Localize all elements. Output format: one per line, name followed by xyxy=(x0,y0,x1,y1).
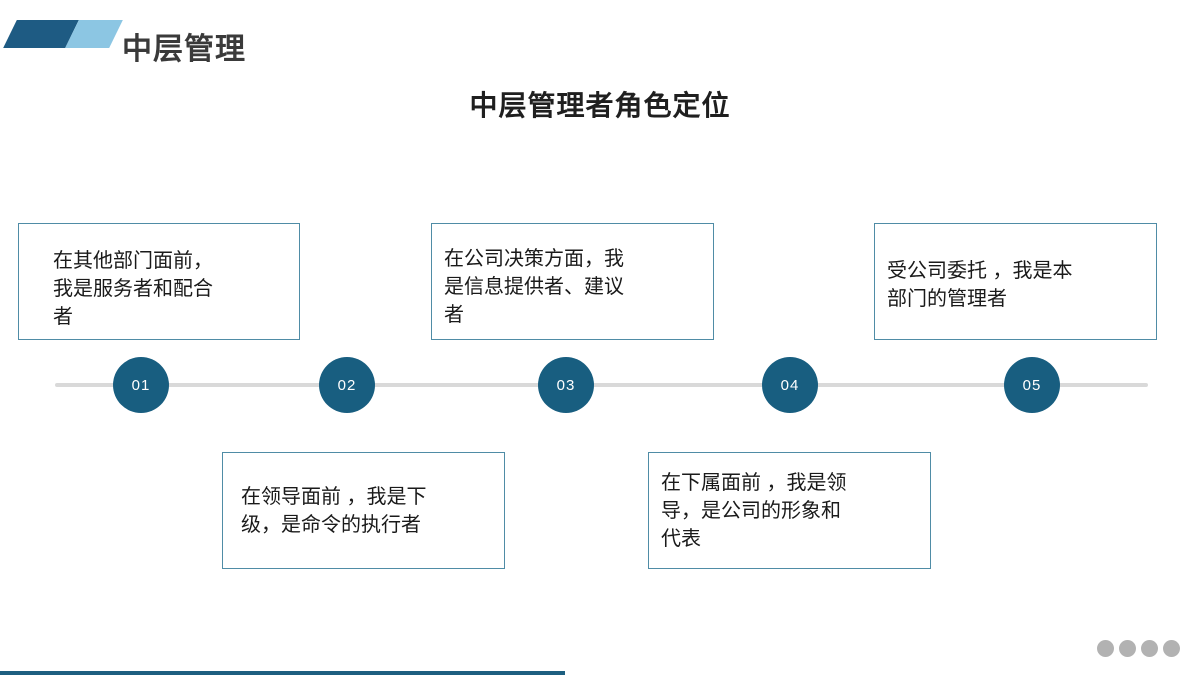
pagination-dots xyxy=(1097,640,1180,657)
timeline-step-circle-04: 04 xyxy=(762,357,818,413)
pagination-dot xyxy=(1119,640,1136,657)
step-number: 02 xyxy=(337,376,357,394)
step-text-box-03: 在公司决策方面，我是信息提供者、建议者 xyxy=(431,223,714,340)
step-text-box-01: 在其他部门面前，我是服务者和配合者 xyxy=(18,223,300,340)
pagination-dot xyxy=(1097,640,1114,657)
pagination-dot xyxy=(1141,640,1158,657)
slide-header-title: 中层管理 xyxy=(122,33,246,66)
step-text-box-04: 在下属面前 ，我是领导，是公司的形象和代表 xyxy=(648,452,931,569)
step-text-box-02: 在领导面前 ，我是下级，是命令的执行者 xyxy=(222,452,505,569)
step-number: 01 xyxy=(131,376,151,394)
timeline-line xyxy=(55,383,1148,387)
timeline-step-circle-05: 05 xyxy=(1004,357,1060,413)
step-number: 03 xyxy=(556,376,576,394)
step-text: 受公司委托 ，我是本部门的管理者 xyxy=(887,259,1073,310)
step-text-box-05: 受公司委托 ，我是本部门的管理者 xyxy=(874,223,1157,340)
slide-subtitle: 中层管理者角色定位 xyxy=(469,90,731,121)
timeline-step-circle-02: 02 xyxy=(319,357,375,413)
step-text: 在其他部门面前，我是服务者和配合者 xyxy=(53,249,213,328)
timeline-step-circle-03: 03 xyxy=(538,357,594,413)
bottom-accent-bar xyxy=(0,671,565,675)
header-decoration-icon xyxy=(3,20,123,48)
timeline-step-circle-01: 01 xyxy=(113,357,169,413)
step-text: 在领导面前 ，我是下级，是命令的执行者 xyxy=(241,485,427,536)
pagination-dot xyxy=(1163,640,1180,657)
step-number: 05 xyxy=(1022,376,1042,394)
step-number: 04 xyxy=(780,376,800,394)
step-text: 在下属面前 ，我是领导，是公司的形象和代表 xyxy=(661,471,847,550)
step-text: 在公司决策方面，我是信息提供者、建议者 xyxy=(444,247,624,326)
